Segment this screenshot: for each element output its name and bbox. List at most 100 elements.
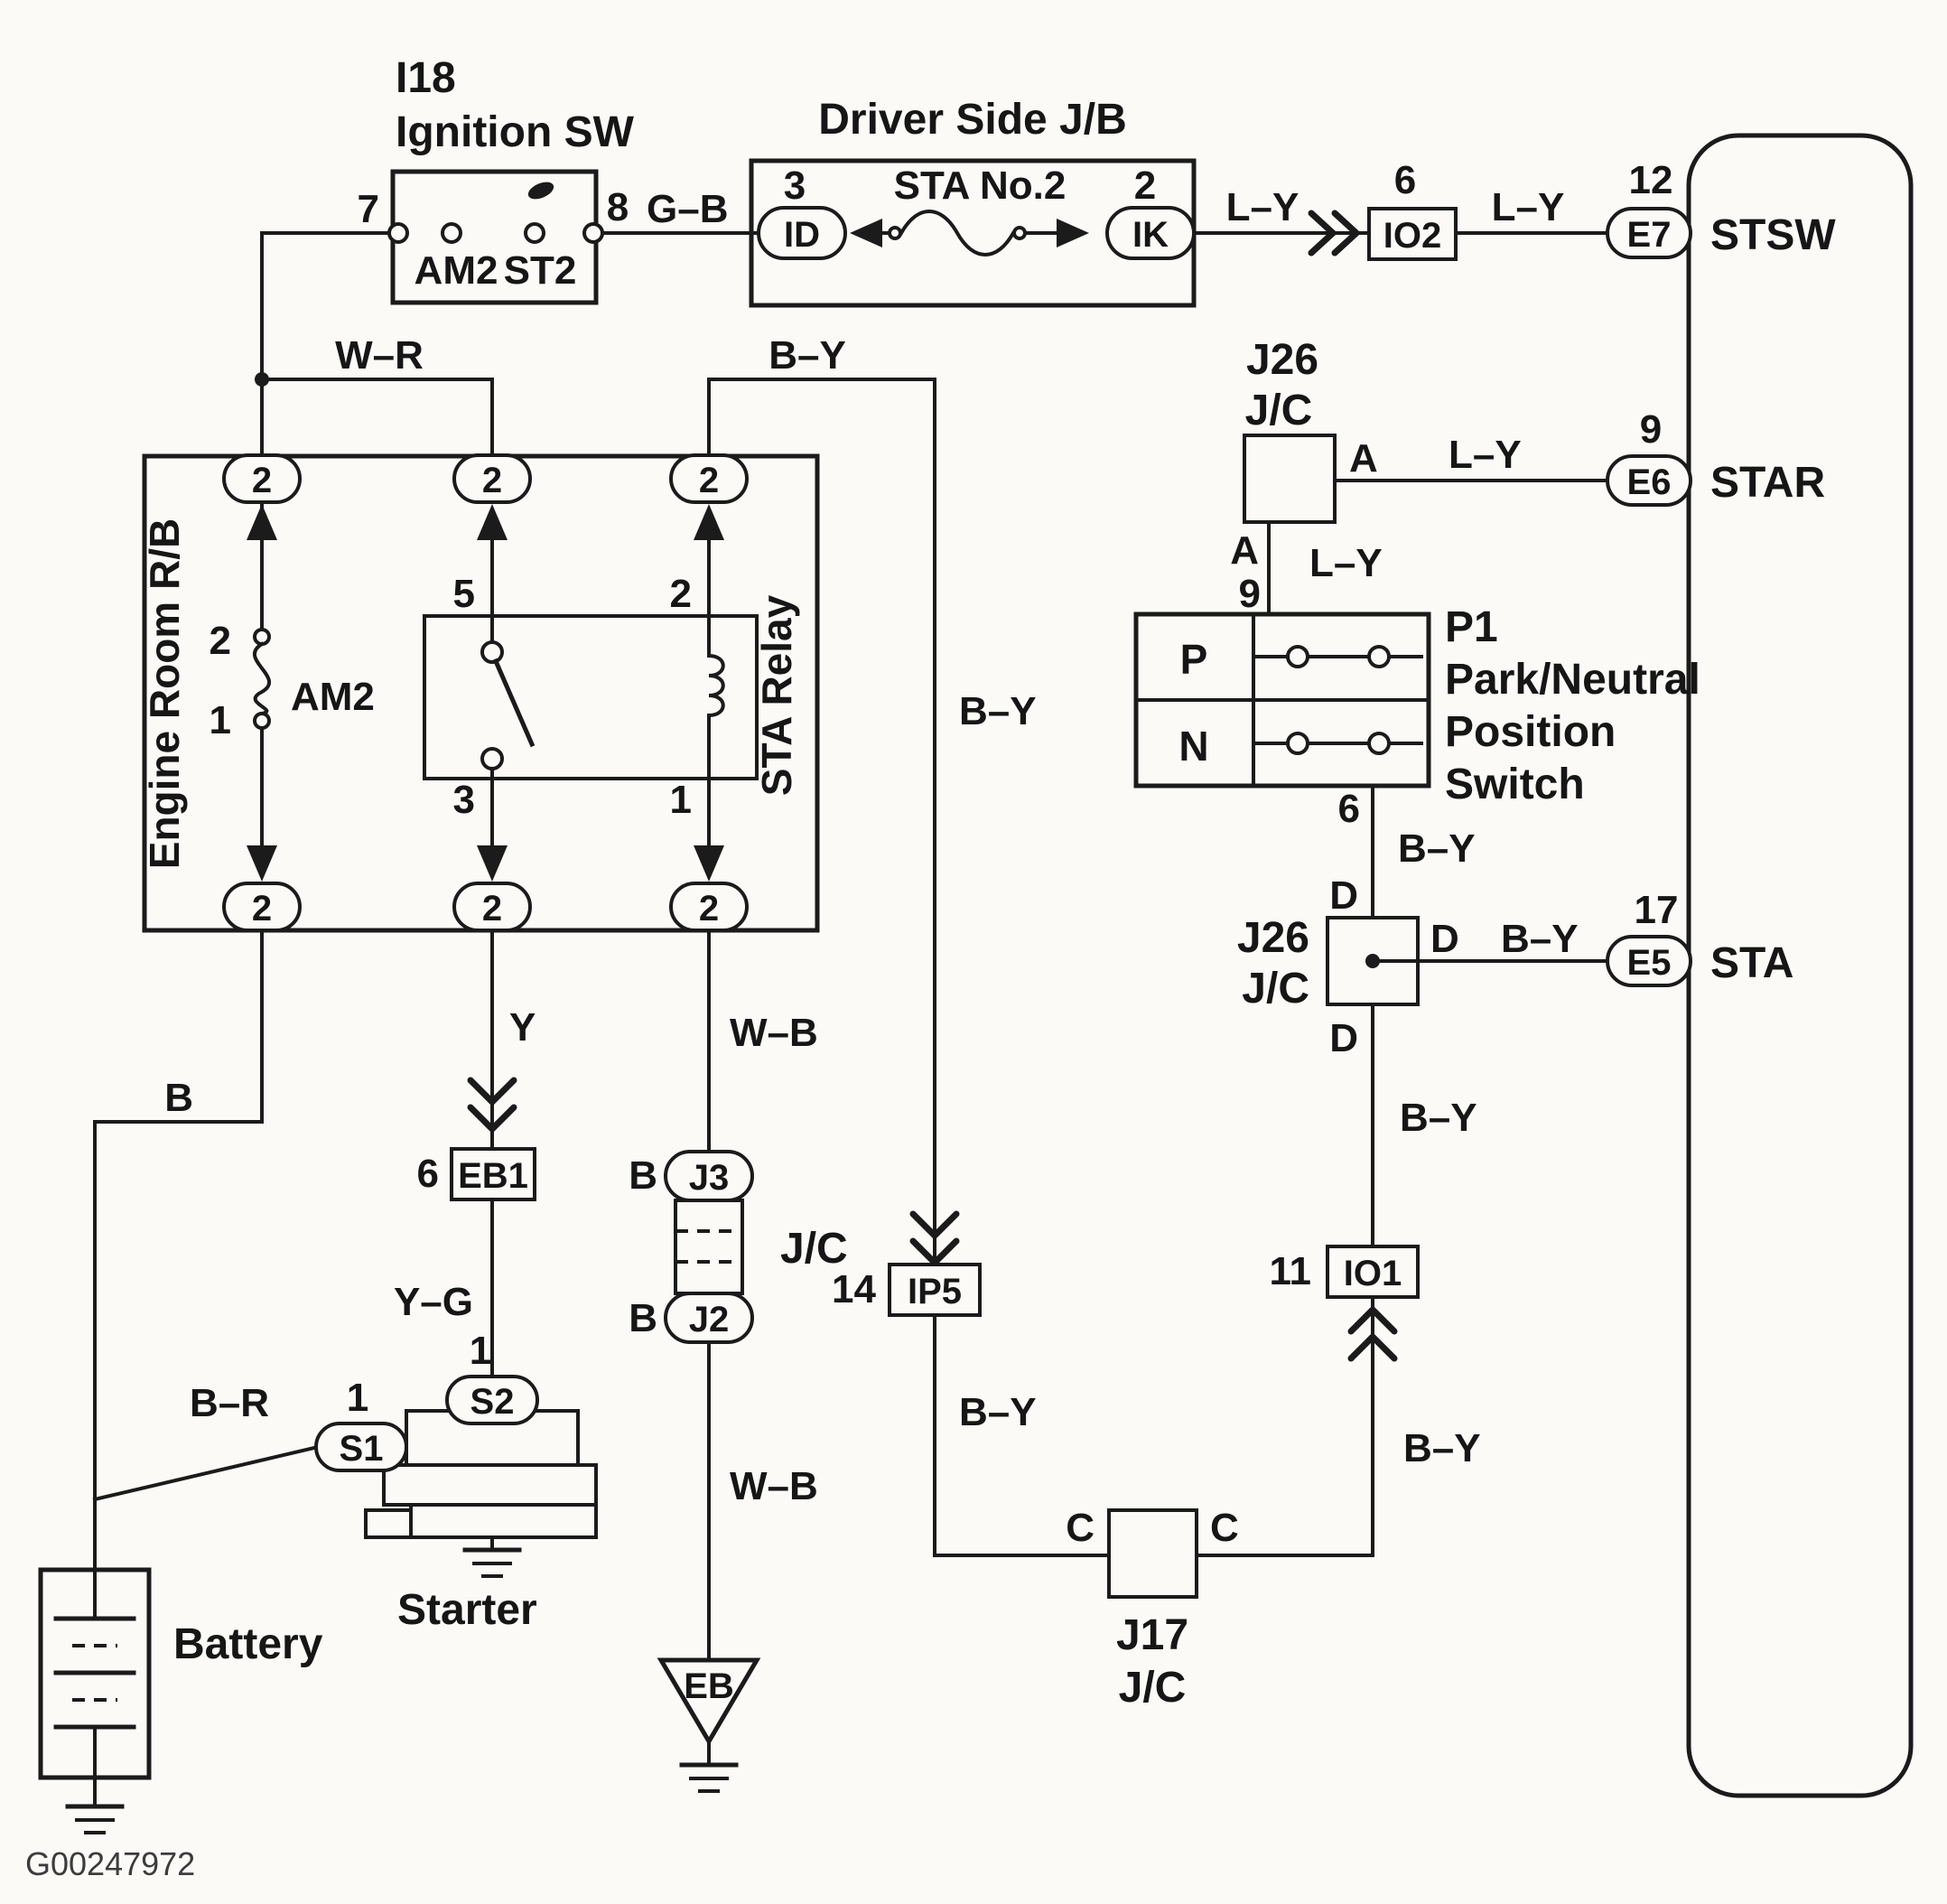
ignition-title: Ignition SW (396, 108, 635, 156)
ignition-lever-knob-icon (527, 182, 554, 200)
pnp-ref: P1 (1445, 603, 1498, 651)
fuse-end-contact (253, 712, 271, 730)
wire-label-b: B (164, 1076, 193, 1120)
ip5-label: IP5 (908, 1272, 962, 1311)
fuse-end-contact (888, 226, 902, 240)
arrow-up-icon (247, 504, 277, 540)
pnp-name-line2: Position (1445, 708, 1616, 756)
j17-box (1107, 1508, 1198, 1599)
ignition-switch: I18 Ignition SW 7 8 AM2 ST2 (358, 54, 635, 305)
ground-icon (462, 1547, 522, 1578)
ik-terminal-oval (1105, 206, 1196, 260)
figure-id: G00247972 (25, 1845, 195, 1882)
sta-relay: 5 3 2 1 STA Relay (423, 538, 800, 847)
fuse-icon (899, 210, 1016, 257)
starter: 1 S1 1 S2 Starter (314, 1329, 598, 1634)
e6-pin-number: 9 (1640, 407, 1662, 452)
wire-label-by: B–Y (959, 689, 1037, 733)
wire-by-main (707, 378, 936, 1266)
contact-point (1367, 732, 1391, 755)
am2-fuse-pin1: 1 (210, 698, 231, 742)
connector-oval (452, 882, 532, 932)
wire-b-battery (93, 929, 264, 1572)
arrow-up-icon (694, 504, 724, 540)
eb-ground: EB (657, 1657, 761, 1793)
connector-pin: 2 (252, 889, 272, 929)
contact-point (1367, 645, 1391, 668)
wire-label-wb: W–B (730, 1464, 818, 1508)
wire-label-by: B–Y (959, 1390, 1037, 1434)
ground-icon (679, 1762, 739, 1793)
j26-upper-type: J/C (1245, 387, 1313, 434)
st2-terminal-label: ST2 (504, 248, 577, 293)
io2-box (1367, 207, 1458, 261)
connector-chevron-icon (467, 1077, 517, 1106)
j2-oval (664, 1292, 754, 1344)
e6-label: E6 (1627, 462, 1672, 502)
id-terminal-oval (757, 206, 847, 260)
io1-label: IO1 (1344, 1254, 1402, 1293)
relay-coil-icon (706, 653, 725, 718)
io1-pin: 11 (1269, 1249, 1311, 1293)
am2-fuse-pin2: 2 (210, 619, 231, 663)
terminal-d: D (1430, 917, 1459, 961)
terminal-8-contact (582, 222, 604, 244)
connector-pin: 2 (699, 889, 719, 929)
s1-label: S1 (340, 1429, 384, 1469)
io2-label: IO2 (1383, 216, 1441, 256)
ip5-box (888, 1263, 982, 1317)
s2-terminal-oval (445, 1375, 539, 1425)
e7-label: E7 (1627, 215, 1672, 255)
pin-3: 3 (784, 163, 806, 208)
pnp-pin-9: 9 (1239, 572, 1261, 616)
eb1-pin: 6 (417, 1152, 439, 1196)
starter-flange (364, 1508, 413, 1539)
jc-label: J/C (780, 1225, 848, 1273)
sta-relay-title: STA Relay (753, 594, 800, 796)
starter-label: Starter (397, 1586, 537, 1634)
connector-oval (222, 882, 302, 932)
relay-pin2: 2 (670, 572, 692, 616)
engine-room-title: Engine Room R/B (141, 518, 188, 869)
io1-connector: 11 IO1 (1269, 1245, 1420, 1362)
arrow-up-icon (477, 504, 508, 540)
pin-7: 7 (358, 187, 379, 231)
terminal-d: D (1329, 1016, 1358, 1060)
j26-lower-ref: J26 (1237, 914, 1309, 962)
wire-label-ly: L–Y (1492, 185, 1565, 229)
e5-label: E5 (1627, 943, 1672, 983)
e6-pin-oval (1606, 454, 1692, 507)
wire-by-ip5-j17 (933, 1313, 1111, 1557)
terminal-c: C (1066, 1506, 1095, 1550)
pnp-name-line1: Park/Neutral (1445, 656, 1700, 704)
wire-label-gb: G–B (647, 187, 728, 231)
terminal-d: D (1329, 873, 1358, 918)
wire-label-yg: Y–G (394, 1280, 473, 1324)
wire-label-by: B–Y (1400, 1096, 1477, 1140)
wiring (92, 231, 1609, 1662)
connector-oval (669, 882, 749, 932)
relay-pin5: 5 (453, 572, 475, 616)
connector-chevron-icon (1331, 210, 1360, 257)
terminal-7-contact (387, 222, 409, 244)
wire-label-wb: W–B (730, 1011, 818, 1055)
j26-upper-box (1243, 434, 1337, 524)
driver-side-junction-block: Driver Side J/B 3 ID STA No.2 2 IK (749, 96, 1197, 308)
pnp-name-line3: Switch (1445, 761, 1585, 808)
wire-label-by: B–Y (1501, 917, 1579, 961)
contact-point (1286, 732, 1309, 755)
e7-pin-oval (1606, 207, 1692, 259)
terminal-a: A (1230, 528, 1259, 573)
jc-bus-box (674, 1199, 744, 1295)
j26-upper-ref: J26 (1246, 336, 1318, 384)
connector-pin: 2 (482, 889, 502, 929)
starter-body (382, 1463, 598, 1507)
connector-chevron-icon (467, 1104, 517, 1133)
jb-title: Driver Side J/B (818, 96, 1126, 144)
wire-label-wr: W–R (335, 333, 424, 378)
j17-junction: C C J17 J/C (1066, 1506, 1239, 1712)
junction-dot (1365, 954, 1380, 968)
io1-box (1326, 1245, 1420, 1299)
arrow-right-icon (1057, 219, 1089, 247)
